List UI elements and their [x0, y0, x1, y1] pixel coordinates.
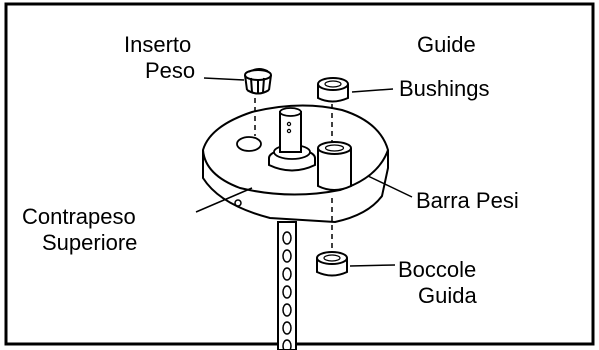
upper-guide-bushing [317, 77, 349, 103]
weight-stem [277, 221, 297, 350]
weight-insert [244, 68, 272, 95]
leader-guide [351, 88, 394, 93]
lower-guide-bushing [316, 251, 348, 277]
label-contrapeso-line2: Superiore [42, 230, 137, 255]
leader-contrapeso [195, 187, 253, 213]
label-boccole-line1: Boccole [398, 257, 476, 282]
weight-post [268, 107, 316, 172]
leader-barra [367, 175, 413, 198]
leader-boccole [349, 264, 396, 267]
guide-sleeve [317, 141, 352, 191]
label-boccole-line2: Guida [418, 283, 477, 308]
leader-inserto [203, 77, 245, 81]
label-barra-pesi: Barra Pesi [416, 188, 519, 213]
label-contrapeso-line1: Contrapeso [22, 204, 136, 229]
label-guide-line2: Bushings [399, 76, 490, 101]
label-guide-line1: Guide [417, 32, 476, 57]
label-inserto-line2: Peso [145, 58, 195, 83]
diagram-frame [4, 2, 595, 346]
label-inserto-line1: Inserto [124, 32, 191, 57]
